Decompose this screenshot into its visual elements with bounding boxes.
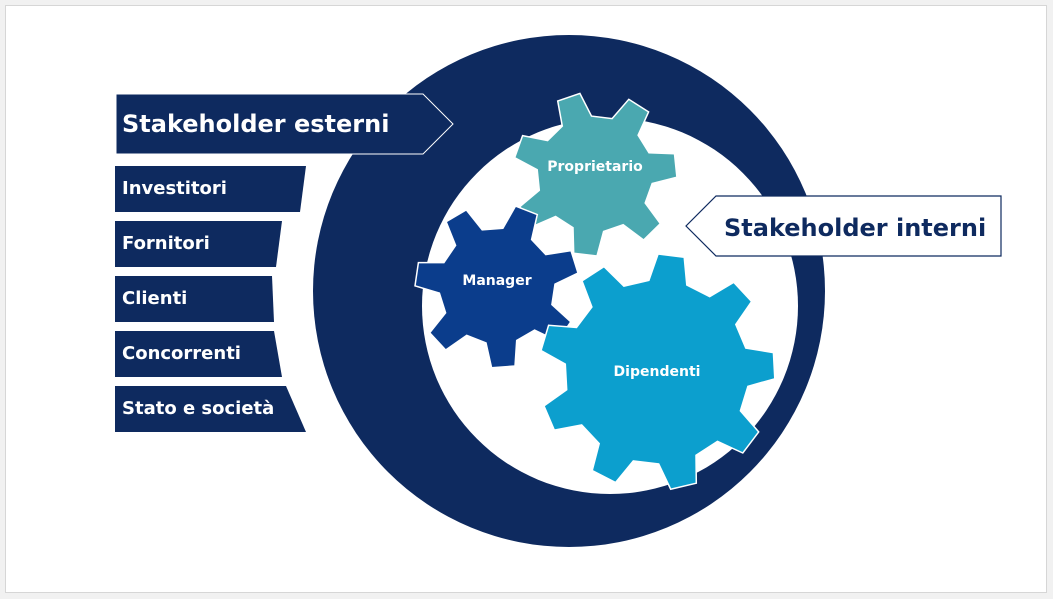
external-item-clienti: Clienti	[122, 288, 188, 309]
internal-title: Stakeholder interni	[724, 214, 987, 242]
external-item-fornitori: Fornitori	[122, 233, 210, 254]
external-item-concorrenti: Concorrenti	[122, 343, 241, 364]
external-bar-4	[115, 331, 282, 377]
internal-header-arrow	[685, 195, 1002, 257]
gear-label-proprietario: Proprietario	[547, 159, 643, 175]
gear-label-dipendenti: Dipendenti	[613, 364, 701, 380]
external-header-arrow	[115, 93, 454, 155]
external-bar-5	[115, 386, 306, 432]
external-title: Stakeholder esterni	[122, 110, 390, 138]
gear-manager	[414, 205, 579, 369]
external-item-stato-societa: Stato e società	[122, 398, 275, 419]
gear-proprietario	[513, 92, 678, 257]
slide: Stakeholder esterni Investitori Fornitor…	[5, 5, 1047, 593]
external-bar-1	[115, 166, 306, 212]
external-bar-3	[115, 276, 274, 322]
external-bar-2	[115, 221, 282, 267]
diagram-canvas	[115, 35, 1002, 547]
external-item-investitori: Investitori	[122, 178, 227, 199]
gear-label-manager: Manager	[462, 273, 532, 289]
gear-dipendenti	[540, 253, 776, 491]
